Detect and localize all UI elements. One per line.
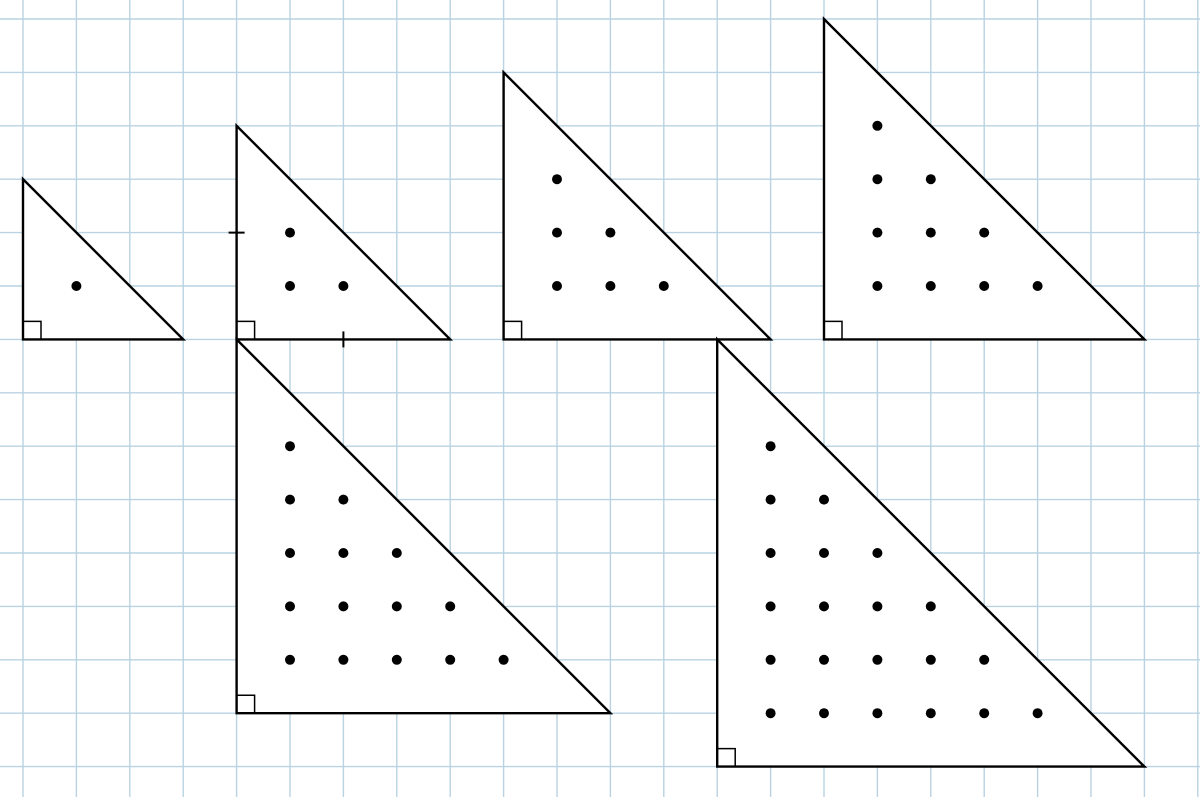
- triangle-5: [235, 336, 614, 715]
- lattice-dot: [925, 174, 936, 185]
- lattice-dot: [338, 654, 349, 665]
- lattice-dot: [925, 708, 936, 719]
- lattice-dot: [765, 654, 776, 665]
- triangle-6: [716, 336, 1148, 768]
- lattice-dot: [285, 281, 295, 291]
- right-angle-marker: [236, 320, 256, 340]
- lattice-dot: [979, 281, 990, 291]
- lattice-dot: [765, 708, 776, 719]
- lattice-dot: [872, 601, 883, 612]
- lattice-dot: [979, 654, 990, 665]
- lattice-dot: [552, 281, 562, 291]
- lattice-dot: [819, 708, 829, 719]
- lattice-dot: [872, 708, 883, 719]
- lattice-dot: [605, 281, 616, 291]
- triangle-outline: [822, 16, 1148, 341]
- lattice-dot: [925, 227, 936, 238]
- lattice-dot: [979, 227, 990, 238]
- lattice-dot: [925, 654, 936, 665]
- lattice-dot: [391, 654, 402, 665]
- lattice-dot: [872, 174, 883, 185]
- lattice-dot: [872, 281, 883, 291]
- lattice-dot: [765, 601, 776, 612]
- triangle-outline: [235, 336, 614, 715]
- lattice-dot: [445, 601, 456, 612]
- lattice-dot: [1032, 708, 1043, 719]
- lattice-dot: [338, 494, 349, 505]
- lattice-dot: [765, 548, 776, 558]
- lattice-dot: [765, 441, 776, 452]
- lattice-dot: [391, 601, 402, 612]
- right-angle-marker: [503, 320, 523, 340]
- lattice-dot: [925, 601, 936, 612]
- lattice-dot: [765, 494, 776, 505]
- lattice-dot: [285, 441, 295, 452]
- lattice-dot: [338, 281, 349, 291]
- lattice-dot: [285, 654, 295, 665]
- triangle-1: [21, 176, 187, 341]
- lattice-dot: [445, 654, 456, 665]
- right-angle-marker: [23, 320, 42, 340]
- lattice-dot: [658, 281, 669, 291]
- lattice-dot: [391, 548, 402, 558]
- lattice-dot: [979, 708, 990, 719]
- triangle-outline: [502, 69, 774, 341]
- lattice-dot: [819, 654, 829, 665]
- lattice-dot: [552, 227, 562, 238]
- lattice-dot: [338, 601, 349, 612]
- triangle-4: [822, 16, 1148, 341]
- lattice-dot: [605, 227, 616, 238]
- triangle-3: [502, 69, 774, 341]
- lattice-dot: [925, 281, 936, 291]
- lattice-dot: [819, 494, 829, 505]
- lattice-dot: [872, 548, 883, 558]
- lattice-dot: [285, 227, 295, 238]
- lattice-dot: [285, 494, 295, 505]
- lattice-dot: [285, 601, 295, 612]
- lattice-dot: [819, 601, 829, 612]
- lattice-dot: [872, 654, 883, 665]
- triangle-patterns: [21, 16, 1148, 768]
- lattice-dot: [872, 120, 883, 131]
- lattice-dot: [1032, 281, 1043, 291]
- right-angle-marker: [717, 747, 736, 767]
- lattice-dot: [71, 281, 82, 291]
- lattice-dot: [552, 174, 562, 185]
- lattice-dot: [285, 548, 295, 558]
- lattice-dot: [498, 654, 509, 665]
- lattice-dot: [338, 548, 349, 558]
- right-angle-marker: [824, 320, 843, 340]
- right-angle-marker: [236, 694, 256, 714]
- lattice-dot: [819, 548, 829, 558]
- lattice-dot: [872, 227, 883, 238]
- triangle-outline: [21, 176, 187, 341]
- triangle-2: [228, 122, 454, 348]
